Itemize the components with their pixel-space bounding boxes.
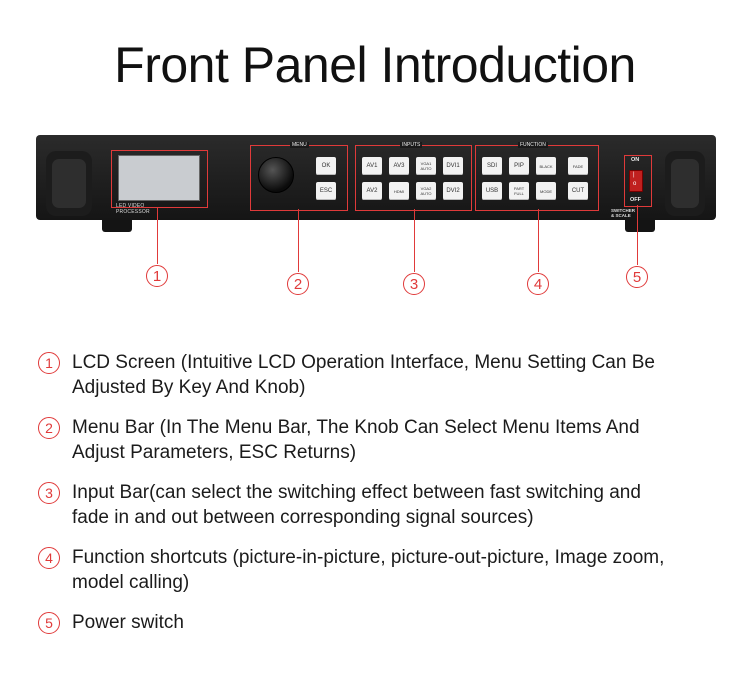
power-switch[interactable] [629, 170, 643, 192]
callout-line-5 [637, 205, 638, 265]
lcd-screen [118, 155, 200, 201]
callout-5: 5 [626, 266, 648, 288]
callout-2: 2 [287, 273, 309, 295]
key-vga1-auto[interactable]: VGA1 AUTO [416, 157, 436, 175]
key-hdmi[interactable]: HDMI [389, 182, 409, 200]
menu-knob[interactable] [258, 157, 294, 193]
left-foot [102, 220, 132, 232]
callout-1: 1 [146, 265, 168, 287]
legend-number: 4 [38, 547, 60, 569]
key-cut[interactable]: CUT [568, 182, 588, 200]
function-group [475, 145, 599, 211]
switch-on-mark: | [633, 172, 635, 178]
key-sdi[interactable]: SDI [482, 157, 502, 175]
legend-text: LCD Screen (Intuitive LCD Operation Inte… [72, 352, 655, 398]
left-handle-front [46, 151, 92, 216]
inputs-group [355, 145, 472, 211]
legend-number: 1 [38, 352, 60, 374]
key-av1[interactable]: AV1 [362, 157, 382, 175]
key-mode[interactable]: MODE [536, 182, 556, 200]
key-esc[interactable]: ESC [316, 182, 336, 200]
callout-3: 3 [403, 273, 425, 295]
callout-4: 4 [527, 273, 549, 295]
key-av3[interactable]: AV3 [389, 157, 409, 175]
legend-text: Input Bar(can select the switching effec… [72, 482, 641, 528]
legend-text: Function shortcuts (picture-in-picture, … [72, 547, 665, 593]
inputs-group-label: INPUTS [400, 142, 423, 148]
power-on-label: ON [631, 157, 640, 163]
lcd-label: LED VIDEO PROCESSOR [116, 203, 150, 215]
key-fade[interactable]: FADE [568, 157, 588, 175]
switch-off-mark: o [633, 181, 637, 187]
callout-line-3 [414, 209, 415, 272]
key-ok[interactable]: OK [316, 157, 336, 175]
key-dvi2[interactable]: DVI2 [443, 182, 463, 200]
callout-line-2 [298, 209, 299, 272]
menu-group-label: MENU [290, 142, 309, 148]
callout-line-1 [157, 207, 158, 264]
function-group-label: FUNCTION [518, 142, 548, 148]
key-usb[interactable]: USB [482, 182, 502, 200]
legend-text: Power switch [72, 612, 184, 633]
power-caption: SWITCHER & SCALE [611, 208, 635, 218]
legend-number: 3 [38, 482, 60, 504]
key-black[interactable]: BLACK [536, 157, 556, 175]
key-part-full[interactable]: PART FULL [509, 182, 529, 200]
lcd-highlight [111, 150, 208, 208]
legend-text: Menu Bar (In The Menu Bar, The Knob Can … [72, 417, 640, 463]
key-av2[interactable]: AV2 [362, 182, 382, 200]
legend-number: 5 [38, 612, 60, 634]
right-handle [665, 151, 705, 216]
power-group [624, 155, 652, 207]
legend-number: 2 [38, 417, 60, 439]
key-vga2-auto[interactable]: VGA2 AUTO [416, 182, 436, 200]
right-foot [625, 220, 655, 232]
key-pip[interactable]: PIP [509, 157, 529, 175]
callout-line-4 [538, 209, 539, 272]
page-title: Front Panel Introduction [114, 37, 636, 93]
key-dvi1[interactable]: DVI1 [443, 157, 463, 175]
power-off-label: OFF [630, 197, 641, 203]
